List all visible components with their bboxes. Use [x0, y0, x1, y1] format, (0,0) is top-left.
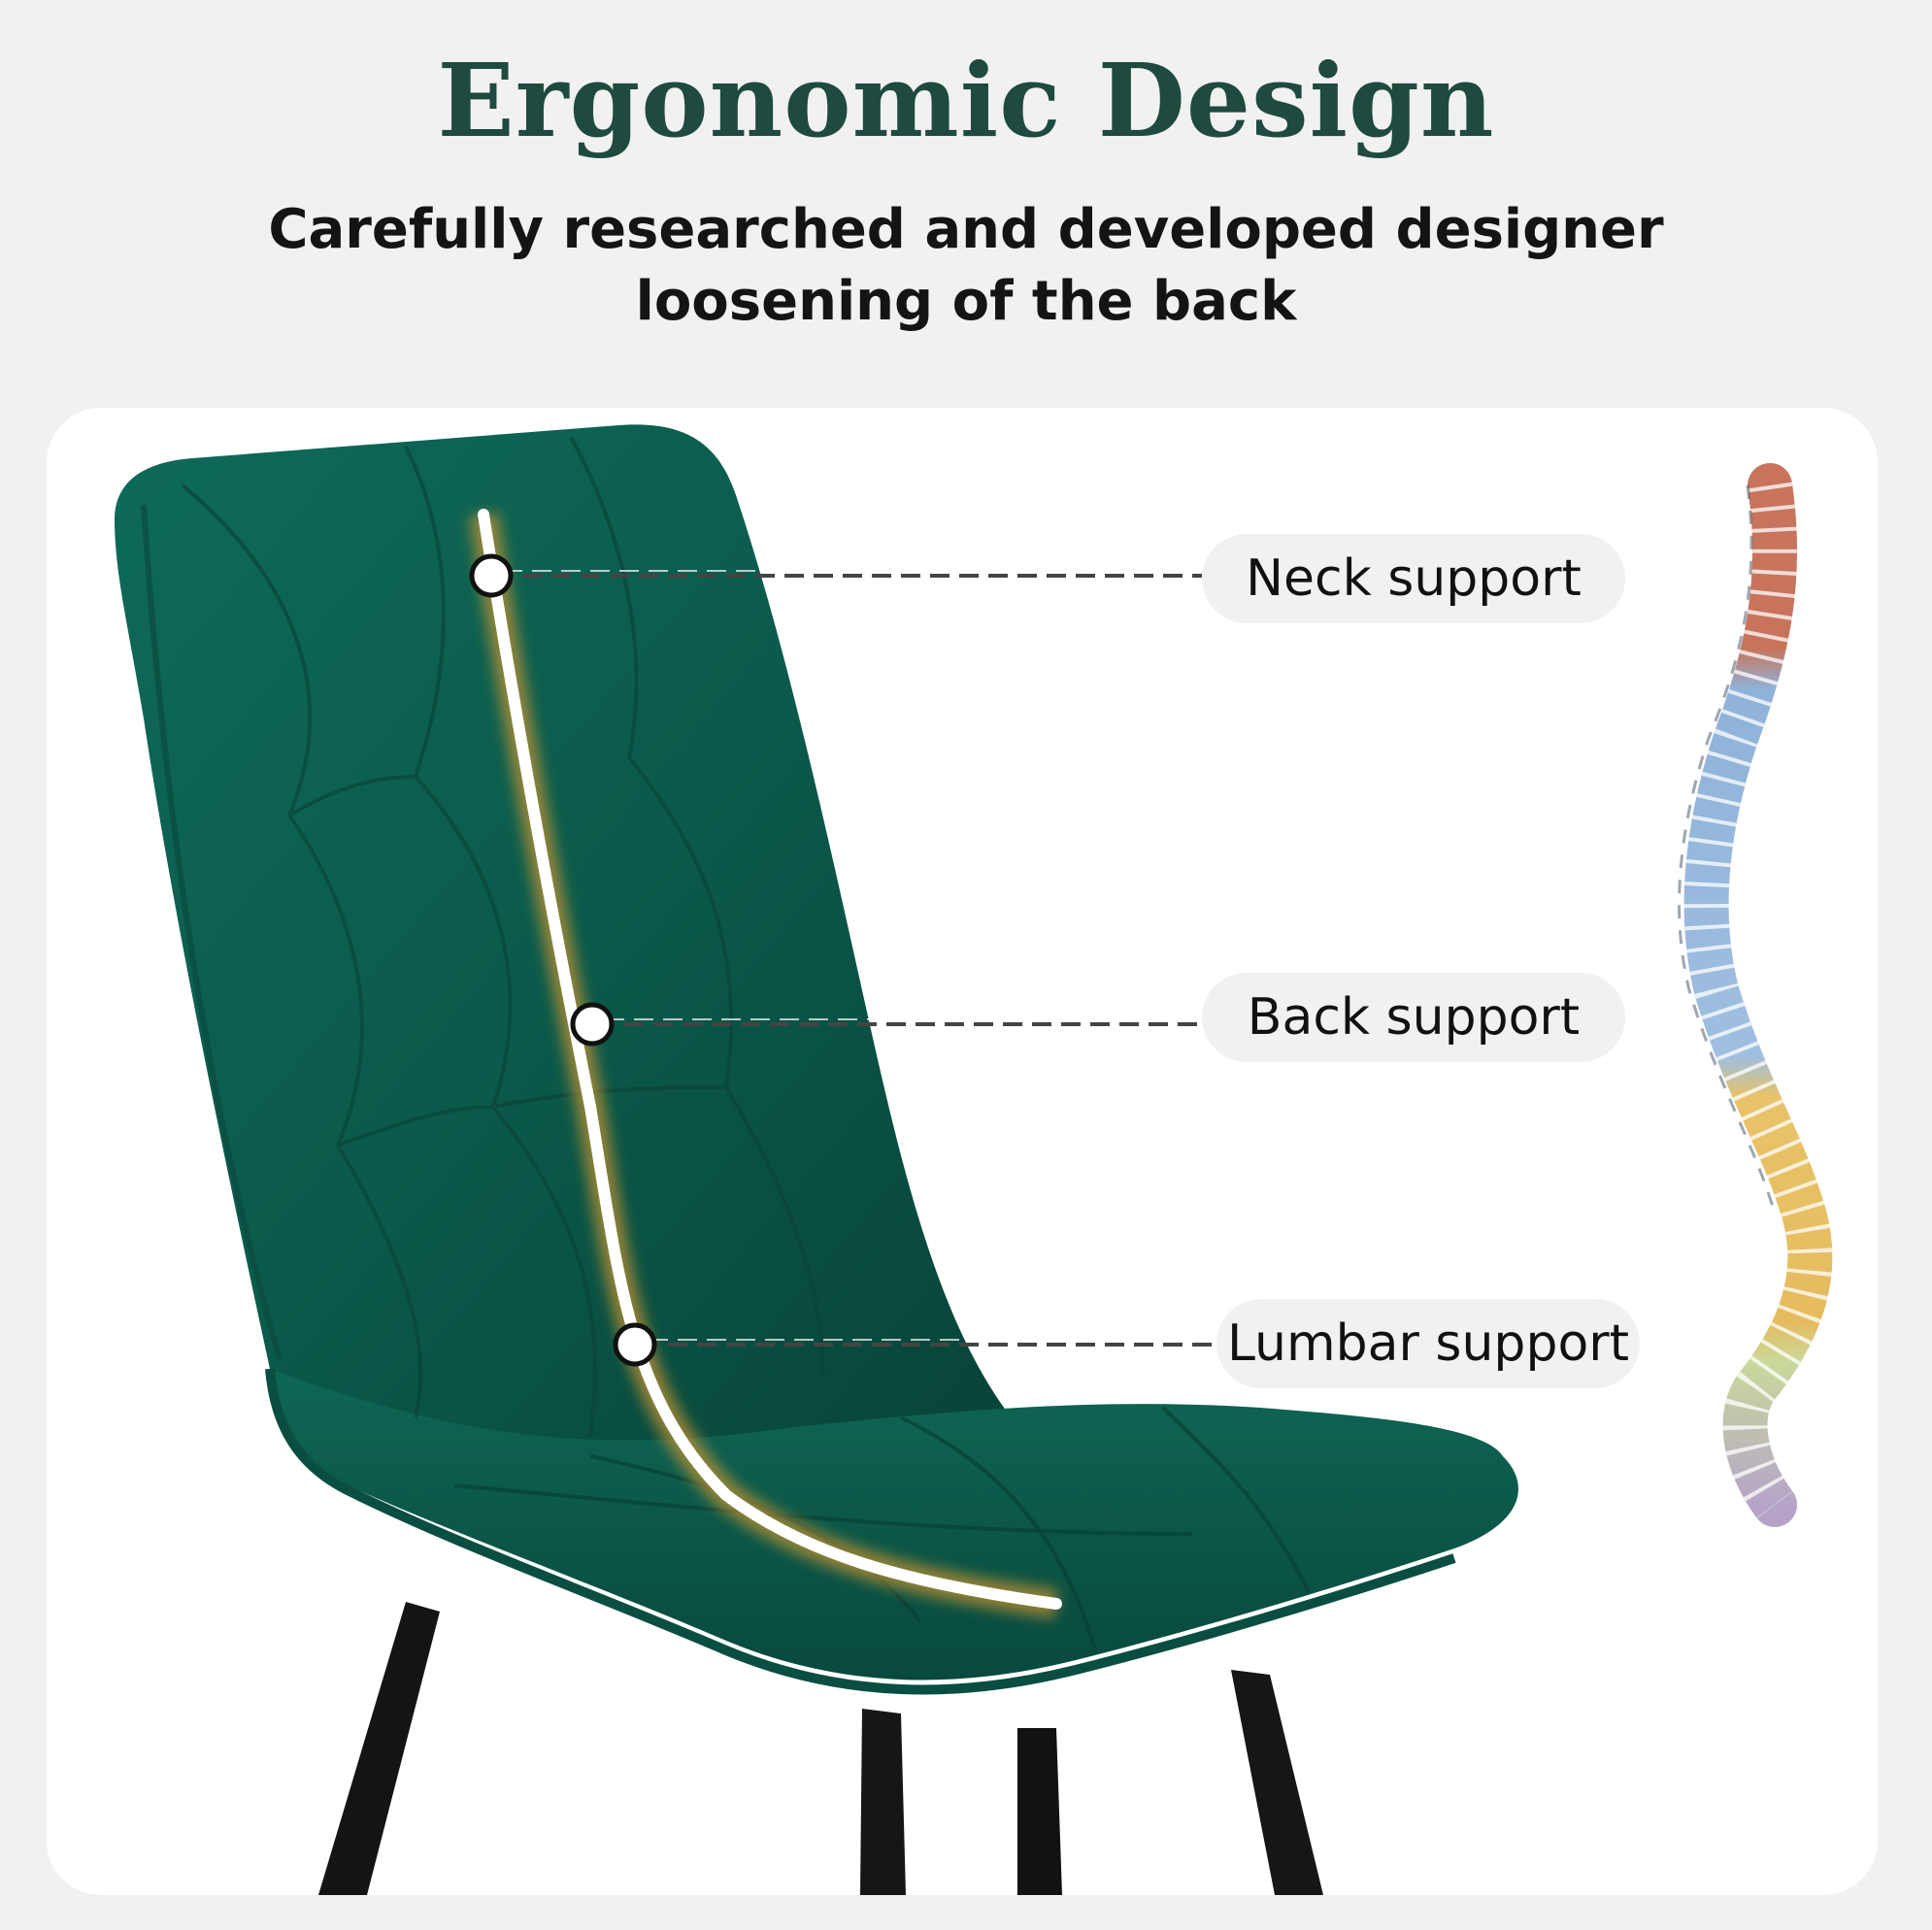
callout-back-support-label: Back support: [1247, 988, 1581, 1047]
chair-scene: [115, 424, 1833, 1895]
callout-lumbar-support: Lumbar support: [1216, 1299, 1640, 1388]
spine-illustration: [1678, 463, 1833, 1527]
page-title: Ergonomic Design: [437, 41, 1495, 160]
chair-illustration: [115, 424, 1518, 1695]
callout-connectors: [493, 574, 1216, 1347]
subtitle-line-2: loosening of the back: [635, 270, 1297, 333]
callout-neck-support: Neck support: [1202, 534, 1625, 623]
back-support-marker: [570, 1002, 615, 1047]
neck-support-marker: [469, 553, 514, 598]
lumbar-support-marker: [613, 1322, 657, 1367]
page-subtitle: Carefully researched and developed desig…: [238, 194, 1694, 338]
callout-back-support: Back support: [1202, 973, 1625, 1062]
callout-neck-support-label: Neck support: [1246, 549, 1582, 608]
product-panel: Neck support Back support Lumbar support: [47, 408, 1878, 1895]
callout-connectors-white: [503, 570, 998, 1341]
callout-lumbar-support-label: Lumbar support: [1226, 1314, 1630, 1373]
chair-legs: [318, 1602, 1323, 1895]
subtitle-line-1: Carefully researched and developed desig…: [268, 198, 1664, 261]
